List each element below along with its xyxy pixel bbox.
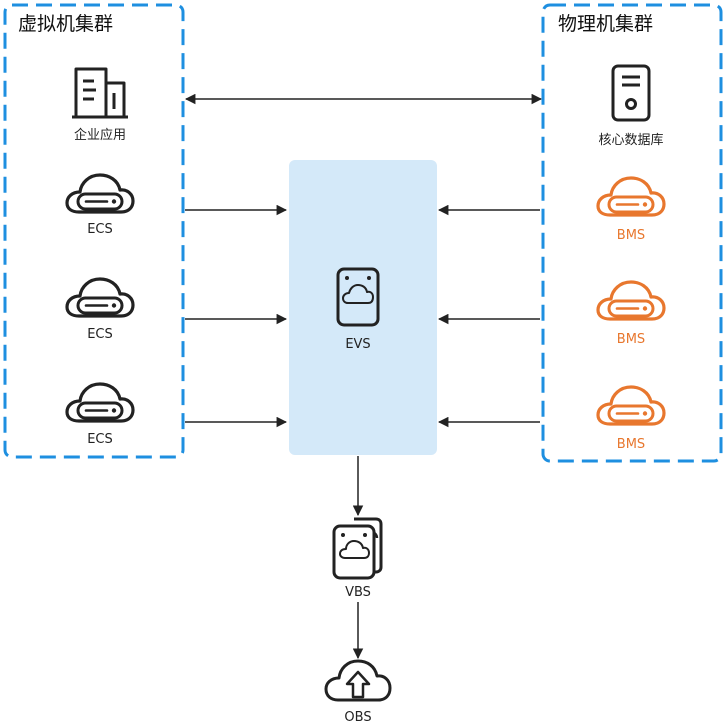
- physical-cluster-border: [541, 3, 723, 463]
- evs-box: [289, 160, 437, 455]
- bms-label: BMS: [616, 437, 646, 452]
- obs-label: OBS: [344, 710, 372, 725]
- cloud-server-icon: [65, 173, 135, 214]
- enterprise-app-label: 企业应用: [73, 128, 126, 143]
- building-icon: [72, 67, 128, 119]
- server-tower-icon: [611, 64, 651, 122]
- cloud-server-icon: [596, 385, 666, 426]
- vbs-label: VBS: [345, 585, 371, 600]
- virtual-cluster-title: 虚拟机集群: [14, 12, 118, 36]
- physical-cluster-title: 物理机集群: [554, 12, 658, 36]
- disk-stack-icon: [332, 517, 383, 580]
- cloud-disk-icon: [336, 267, 380, 327]
- cloud-server-icon: [596, 176, 666, 217]
- ecs-label: ECS: [87, 327, 113, 342]
- evs-label: EVS: [345, 337, 371, 352]
- cloud-upload-icon: [324, 659, 392, 702]
- cloud-server-icon: [65, 277, 135, 318]
- ecs-label: ECS: [87, 222, 113, 237]
- virtual-cluster-border: [3, 3, 185, 459]
- bms-label: BMS: [616, 332, 646, 347]
- bms-label: BMS: [616, 228, 646, 243]
- ecs-label: ECS: [87, 432, 113, 447]
- cloud-server-icon: [596, 280, 666, 321]
- core-db-label: 核心数据库: [598, 133, 664, 148]
- cloud-server-icon: [65, 382, 135, 423]
